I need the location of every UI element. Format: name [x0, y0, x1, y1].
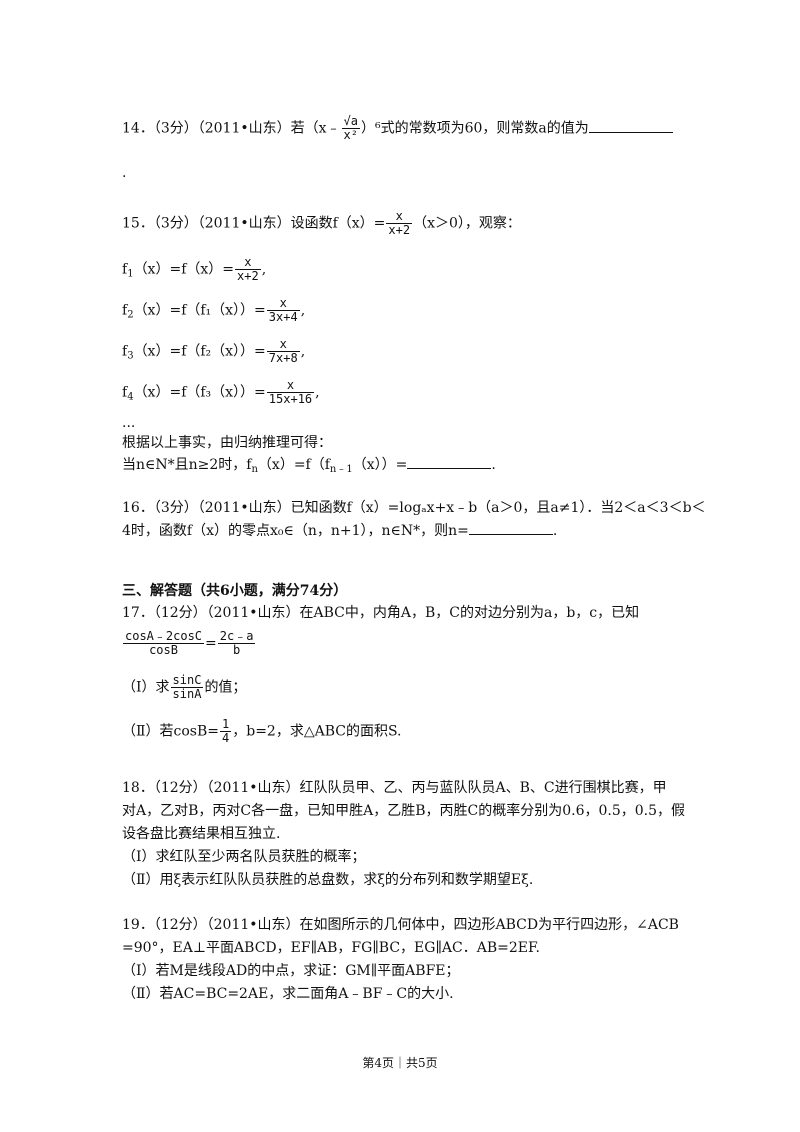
q16-answer-blank — [468, 520, 553, 535]
q19-line4: （Ⅱ）若AC=BC=2AE，求二面角A﹣BF﹣C的大小. — [122, 986, 454, 1002]
q16-line2: 4时，函数f（x）的零点x₀∈（n，n+1），n∈N*，则n=. — [122, 520, 557, 542]
q18-line5: （Ⅱ）用ξ表示红队队员获胜的总盘数，求ξ的分布列和数学期望Eξ. — [122, 872, 534, 888]
q14-answer-blank — [588, 118, 673, 133]
q15-dots: ... — [122, 415, 136, 431]
q15-reason: 根据以上事实，由归纳推理可得： — [122, 435, 332, 451]
q19-line2: =90°，EA⊥平面ABCD，EF∥AB，FG∥BC，EG∥AC．AB=2EF. — [122, 940, 540, 956]
q14-tail: . — [122, 165, 127, 181]
q17-line1: 17．（12分）（2011•山东）在ABC中，内角A，B，C的对边分别为a，b，… — [122, 605, 640, 621]
q15-final: 当n∈N*且n≥2时，fn（x）=f（fn﹣1（x））=. — [122, 454, 496, 476]
q18-line1: 18．（12分）（2011•山东）红队队员甲、乙、丙与蓝队队员A、B、C进行围棋… — [122, 780, 667, 796]
q16-line1: 16．（3分）（2011•山东）已知函数f（x）=logₐx+x﹣b（a＞0，且… — [122, 500, 706, 516]
section-heading: 三、解答题（共6小题，满分74分） — [122, 583, 348, 599]
q18-line2: 对A，乙对B，丙对C各一盘，已知甲胜A，乙胜B，丙胜C的概率分别为0.6，0.5… — [122, 803, 686, 819]
q19-line1: 19．（12分）（2011•山东）在如图所示的几何体中，四边形ABCD为平行四边… — [122, 917, 679, 933]
page-footer: 第4页｜共5页 — [362, 1056, 438, 1070]
q18-line4: （Ⅰ）求红队至少两名队员获胜的概率； — [122, 849, 366, 865]
q15-answer-blank — [407, 454, 492, 469]
q19-line3: （Ⅰ）若M是线段AD的中点，求证：GM∥平面ABFE； — [122, 963, 460, 979]
q18-line3: 设各盘比赛结果相互独立. — [122, 826, 281, 842]
